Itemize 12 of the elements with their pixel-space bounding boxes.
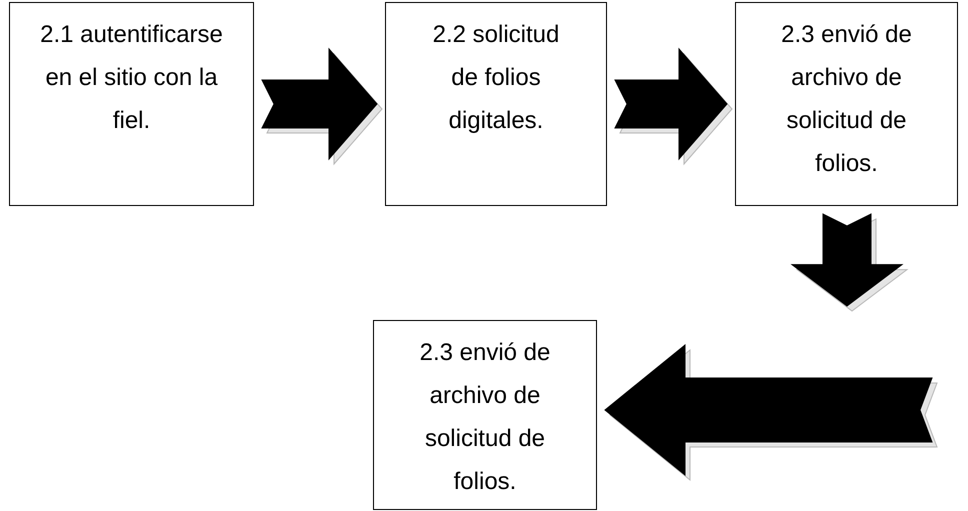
step-text: 2.3 envió de archivo de solicitud de folios. [780,20,913,179]
block-arrow [261,48,383,166]
process-box [735,2,958,206]
block-arrow [614,48,733,166]
step-text: 2.2 solicitud de folios digitales. [432,20,560,136]
block-arrow [790,213,908,312]
process-box [385,2,607,206]
process-box [373,320,597,510]
block-arrow [604,344,938,482]
process-box [9,2,254,206]
step-text: 2.1 autentificarse en el sitio con la fiel. [40,20,223,136]
step-text: 2.3 envió de archivo de solicitud de folios. [418,338,552,497]
